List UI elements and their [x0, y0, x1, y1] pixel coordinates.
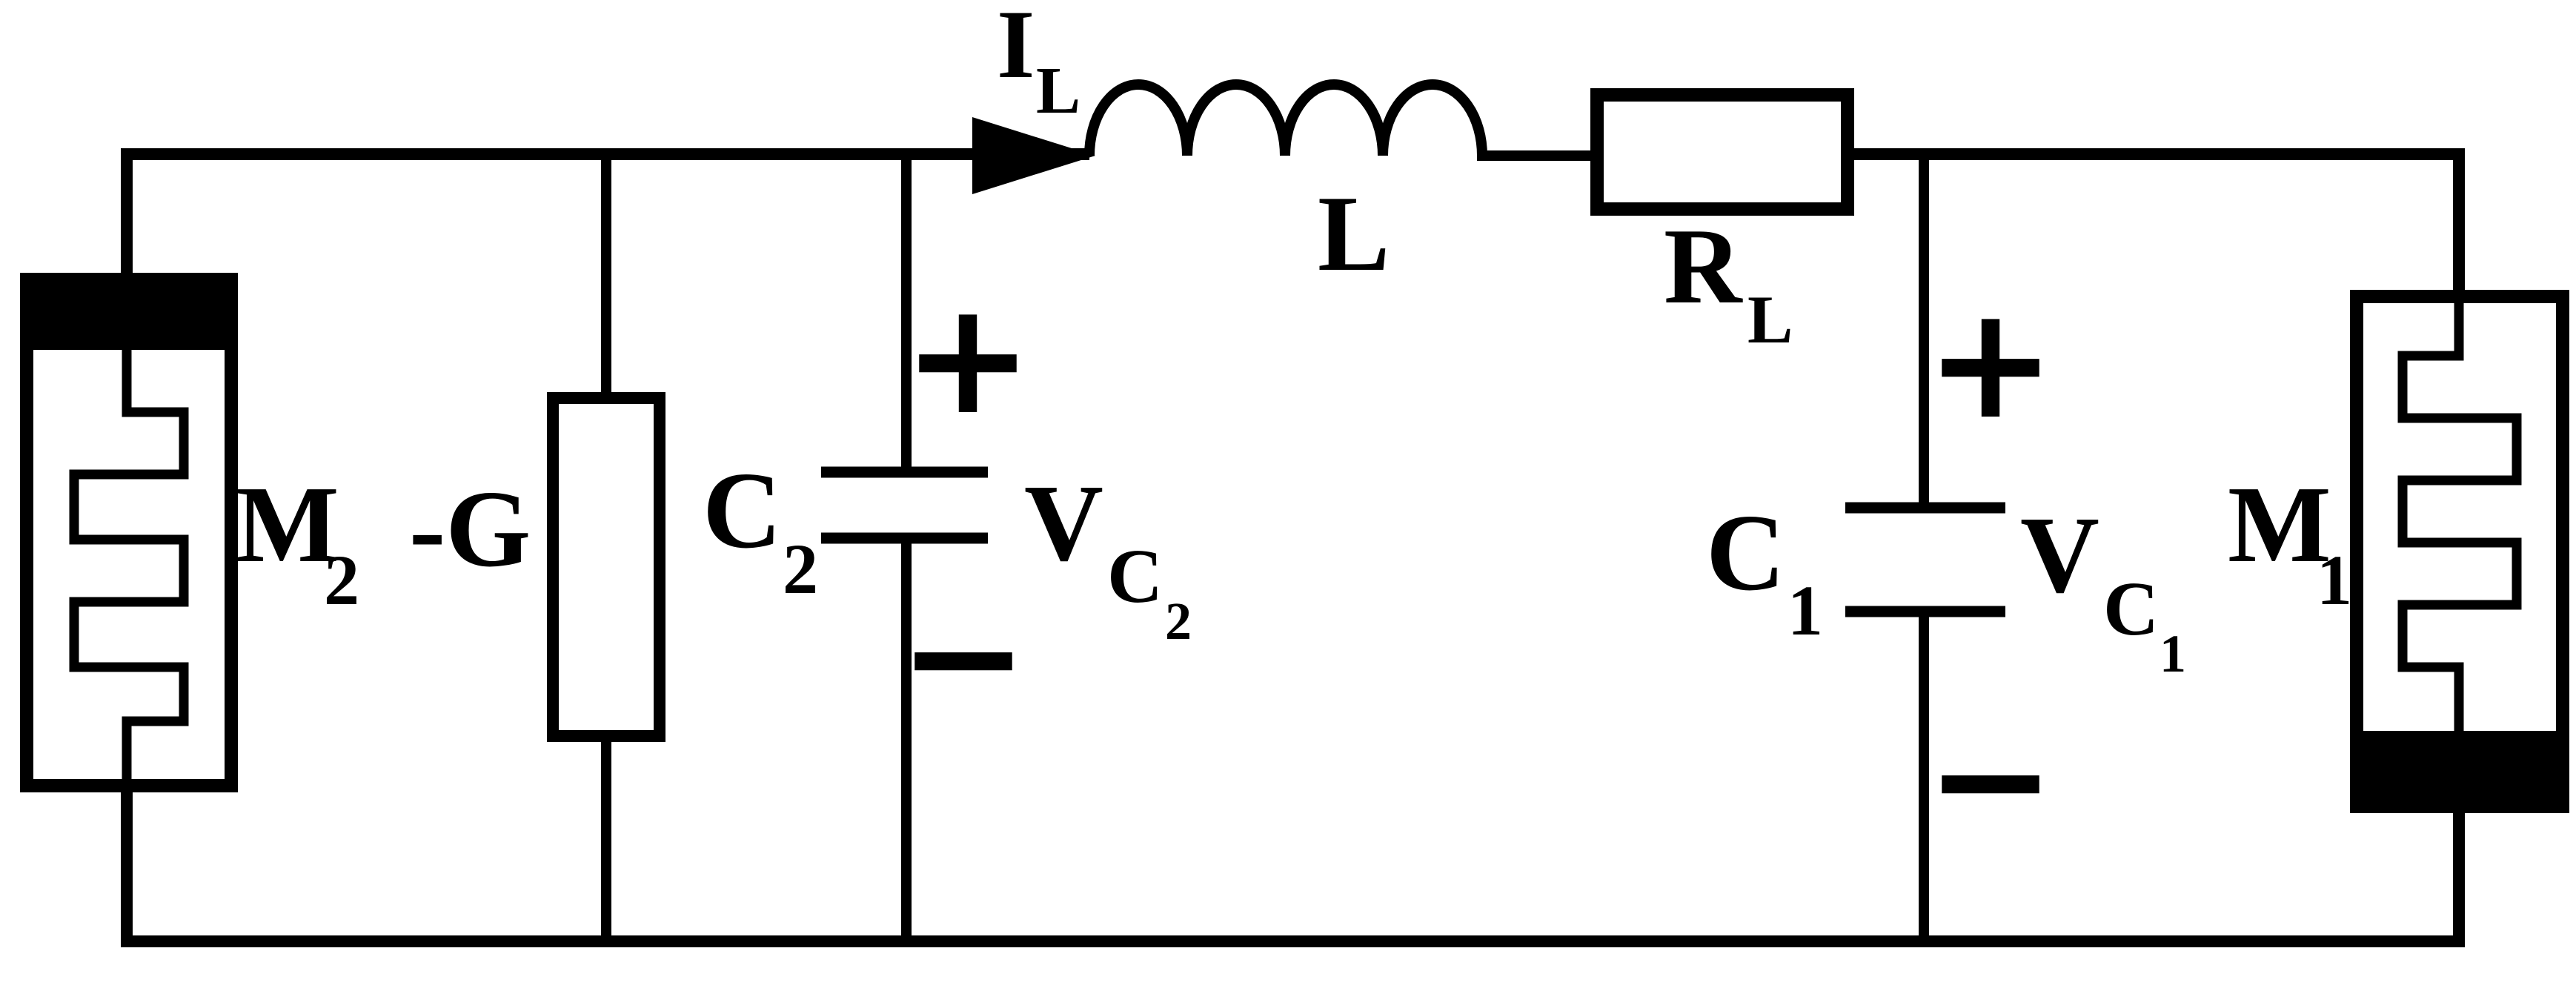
label-inductor: L [1318, 173, 1390, 294]
label-memristor-m2-sub: 2 [324, 540, 359, 620]
label-capacitor-c2: C [703, 450, 782, 571]
wire-bottom-rail [121, 783, 2465, 947]
label-voltage-vc1-sub: C [2103, 566, 2159, 652]
negative-conductance-body [547, 392, 665, 742]
memristor-m1-electrode-bar [2350, 731, 2569, 813]
polarity-plus-c1: + [1925, 272, 2056, 454]
wire-top-rail-left [121, 148, 1089, 283]
inductor-coil [1084, 79, 1601, 161]
label-memristor-m2: M [236, 464, 339, 586]
memristor-m1-meander [2397, 299, 2522, 738]
label-negative-conductance: -G [409, 468, 531, 590]
polarity-minus-c2: − [898, 566, 1029, 747]
label-voltage-vc1-subsub: 1 [2160, 624, 2186, 683]
label-inductor-current: I [997, 0, 1035, 99]
memristor-m1 [2350, 290, 2569, 813]
label-resistor-rl: R [1664, 206, 1743, 326]
label-capacitor-c1-sub: 1 [1787, 571, 1823, 650]
memristor-m2-electrode-bar [20, 273, 238, 350]
memristor-m2 [20, 273, 238, 792]
label-memristor-m1: M [2228, 464, 2331, 586]
label-capacitor-c1: C [1706, 492, 1785, 614]
polarity-plus-c2: + [903, 268, 1033, 449]
label-voltage-vc2: V [1024, 463, 1103, 584]
label-voltage-vc2-subsub: 2 [1165, 592, 1192, 651]
label-resistor-rl-sub: L [1747, 282, 1793, 357]
label-capacitor-c2-sub: 2 [783, 529, 818, 609]
resistor-rl-body [1590, 88, 1854, 216]
label-voltage-vc1: V [2020, 494, 2099, 616]
label-inductor-current-sub: L [1036, 54, 1080, 127]
polarity-minus-c1: − [1925, 689, 2056, 870]
current-arrow-icon [972, 117, 1095, 194]
wire-top-rail-right [1844, 148, 2465, 299]
label-memristor-m1-sub: 1 [2317, 540, 2352, 620]
label-voltage-vc2-sub: C [1107, 534, 1163, 619]
memristor-m2-meander [69, 342, 189, 786]
